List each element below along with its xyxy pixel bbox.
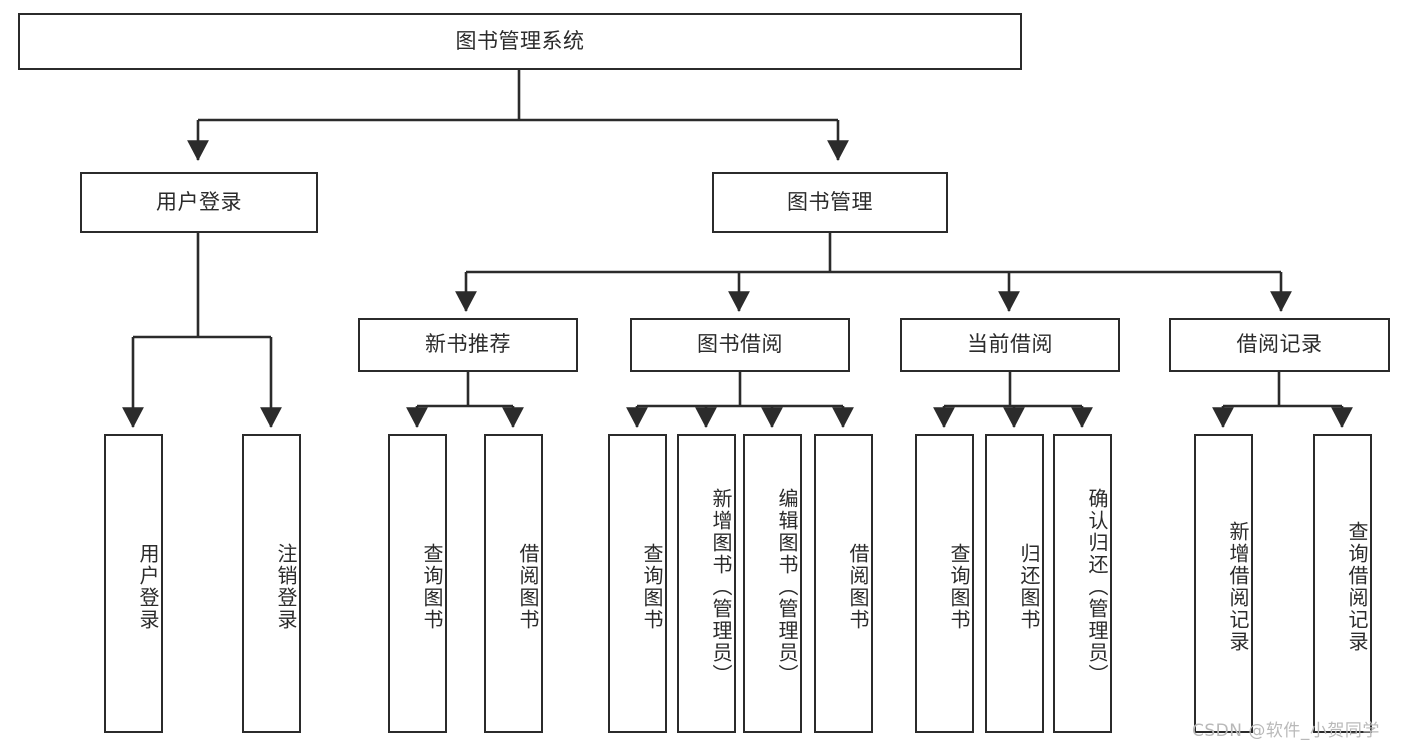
leaf-new-books-query-label: 查询图书 <box>420 542 444 631</box>
node-new-book-recommend[interactable]: 新书推荐 <box>358 318 578 372</box>
leaf-records-add[interactable]: 新增借阅记录 <box>1194 434 1253 733</box>
leaf-user-login-signout-label: 注销登录 <box>274 542 298 631</box>
leaf-user-login-signout[interactable]: 注销登录 <box>242 434 301 733</box>
leaf-current-confirm-return-admin-label: 确认归还（管理员） <box>1085 487 1109 686</box>
leaf-borrow-query[interactable]: 查询图书 <box>608 434 667 733</box>
leaf-user-login-signin[interactable]: 用户登录 <box>104 434 163 733</box>
leaf-borrow-add-admin[interactable]: 新增图书（管理员） <box>677 434 736 733</box>
node-root[interactable]: 图书管理系统 <box>18 13 1022 70</box>
node-root-label: 图书管理系统 <box>455 28 585 53</box>
leaf-records-add-label: 新增借阅记录 <box>1226 520 1250 653</box>
leaf-user-login-signin-label: 用户登录 <box>136 542 160 631</box>
node-book-borrow-label: 图书借阅 <box>697 332 783 357</box>
leaf-current-query-label: 查询图书 <box>947 542 971 631</box>
leaf-borrow-edit-admin[interactable]: 编辑图书（管理员） <box>743 434 802 733</box>
node-book-management[interactable]: 图书管理 <box>712 172 948 233</box>
node-user-login-label: 用户登录 <box>156 189 242 214</box>
node-current-borrow-label: 当前借阅 <box>967 332 1053 357</box>
leaf-borrow-edit-admin-label: 编辑图书（管理员） <box>775 487 799 686</box>
leaf-new-books-borrow-label: 借阅图书 <box>516 542 540 631</box>
leaf-new-books-borrow[interactable]: 借阅图书 <box>484 434 543 733</box>
leaf-current-return-label: 归还图书 <box>1017 542 1041 631</box>
node-new-book-recommend-label: 新书推荐 <box>425 332 511 357</box>
leaf-current-query[interactable]: 查询图书 <box>915 434 974 733</box>
leaf-current-confirm-return-admin[interactable]: 确认归还（管理员） <box>1053 434 1112 733</box>
leaf-records-query[interactable]: 查询借阅记录 <box>1313 434 1372 733</box>
leaf-borrow-borrow-book-label: 借阅图书 <box>846 542 870 631</box>
leaf-borrow-add-admin-label: 新增图书（管理员） <box>709 487 733 686</box>
leaf-borrow-query-label: 查询图书 <box>640 542 664 631</box>
leaf-borrow-borrow-book[interactable]: 借阅图书 <box>814 434 873 733</box>
node-book-management-label: 图书管理 <box>787 189 873 214</box>
node-current-borrow[interactable]: 当前借阅 <box>900 318 1120 372</box>
node-borrow-records[interactable]: 借阅记录 <box>1169 318 1390 372</box>
leaf-new-books-query[interactable]: 查询图书 <box>388 434 447 733</box>
node-book-borrow[interactable]: 图书借阅 <box>630 318 850 372</box>
leaf-current-return[interactable]: 归还图书 <box>985 434 1044 733</box>
watermark-text: CSDN @软件_小贺同学 <box>1192 721 1380 741</box>
leaf-records-query-label: 查询借阅记录 <box>1345 520 1369 653</box>
node-user-login[interactable]: 用户登录 <box>80 172 318 233</box>
node-borrow-records-label: 借阅记录 <box>1236 332 1323 357</box>
